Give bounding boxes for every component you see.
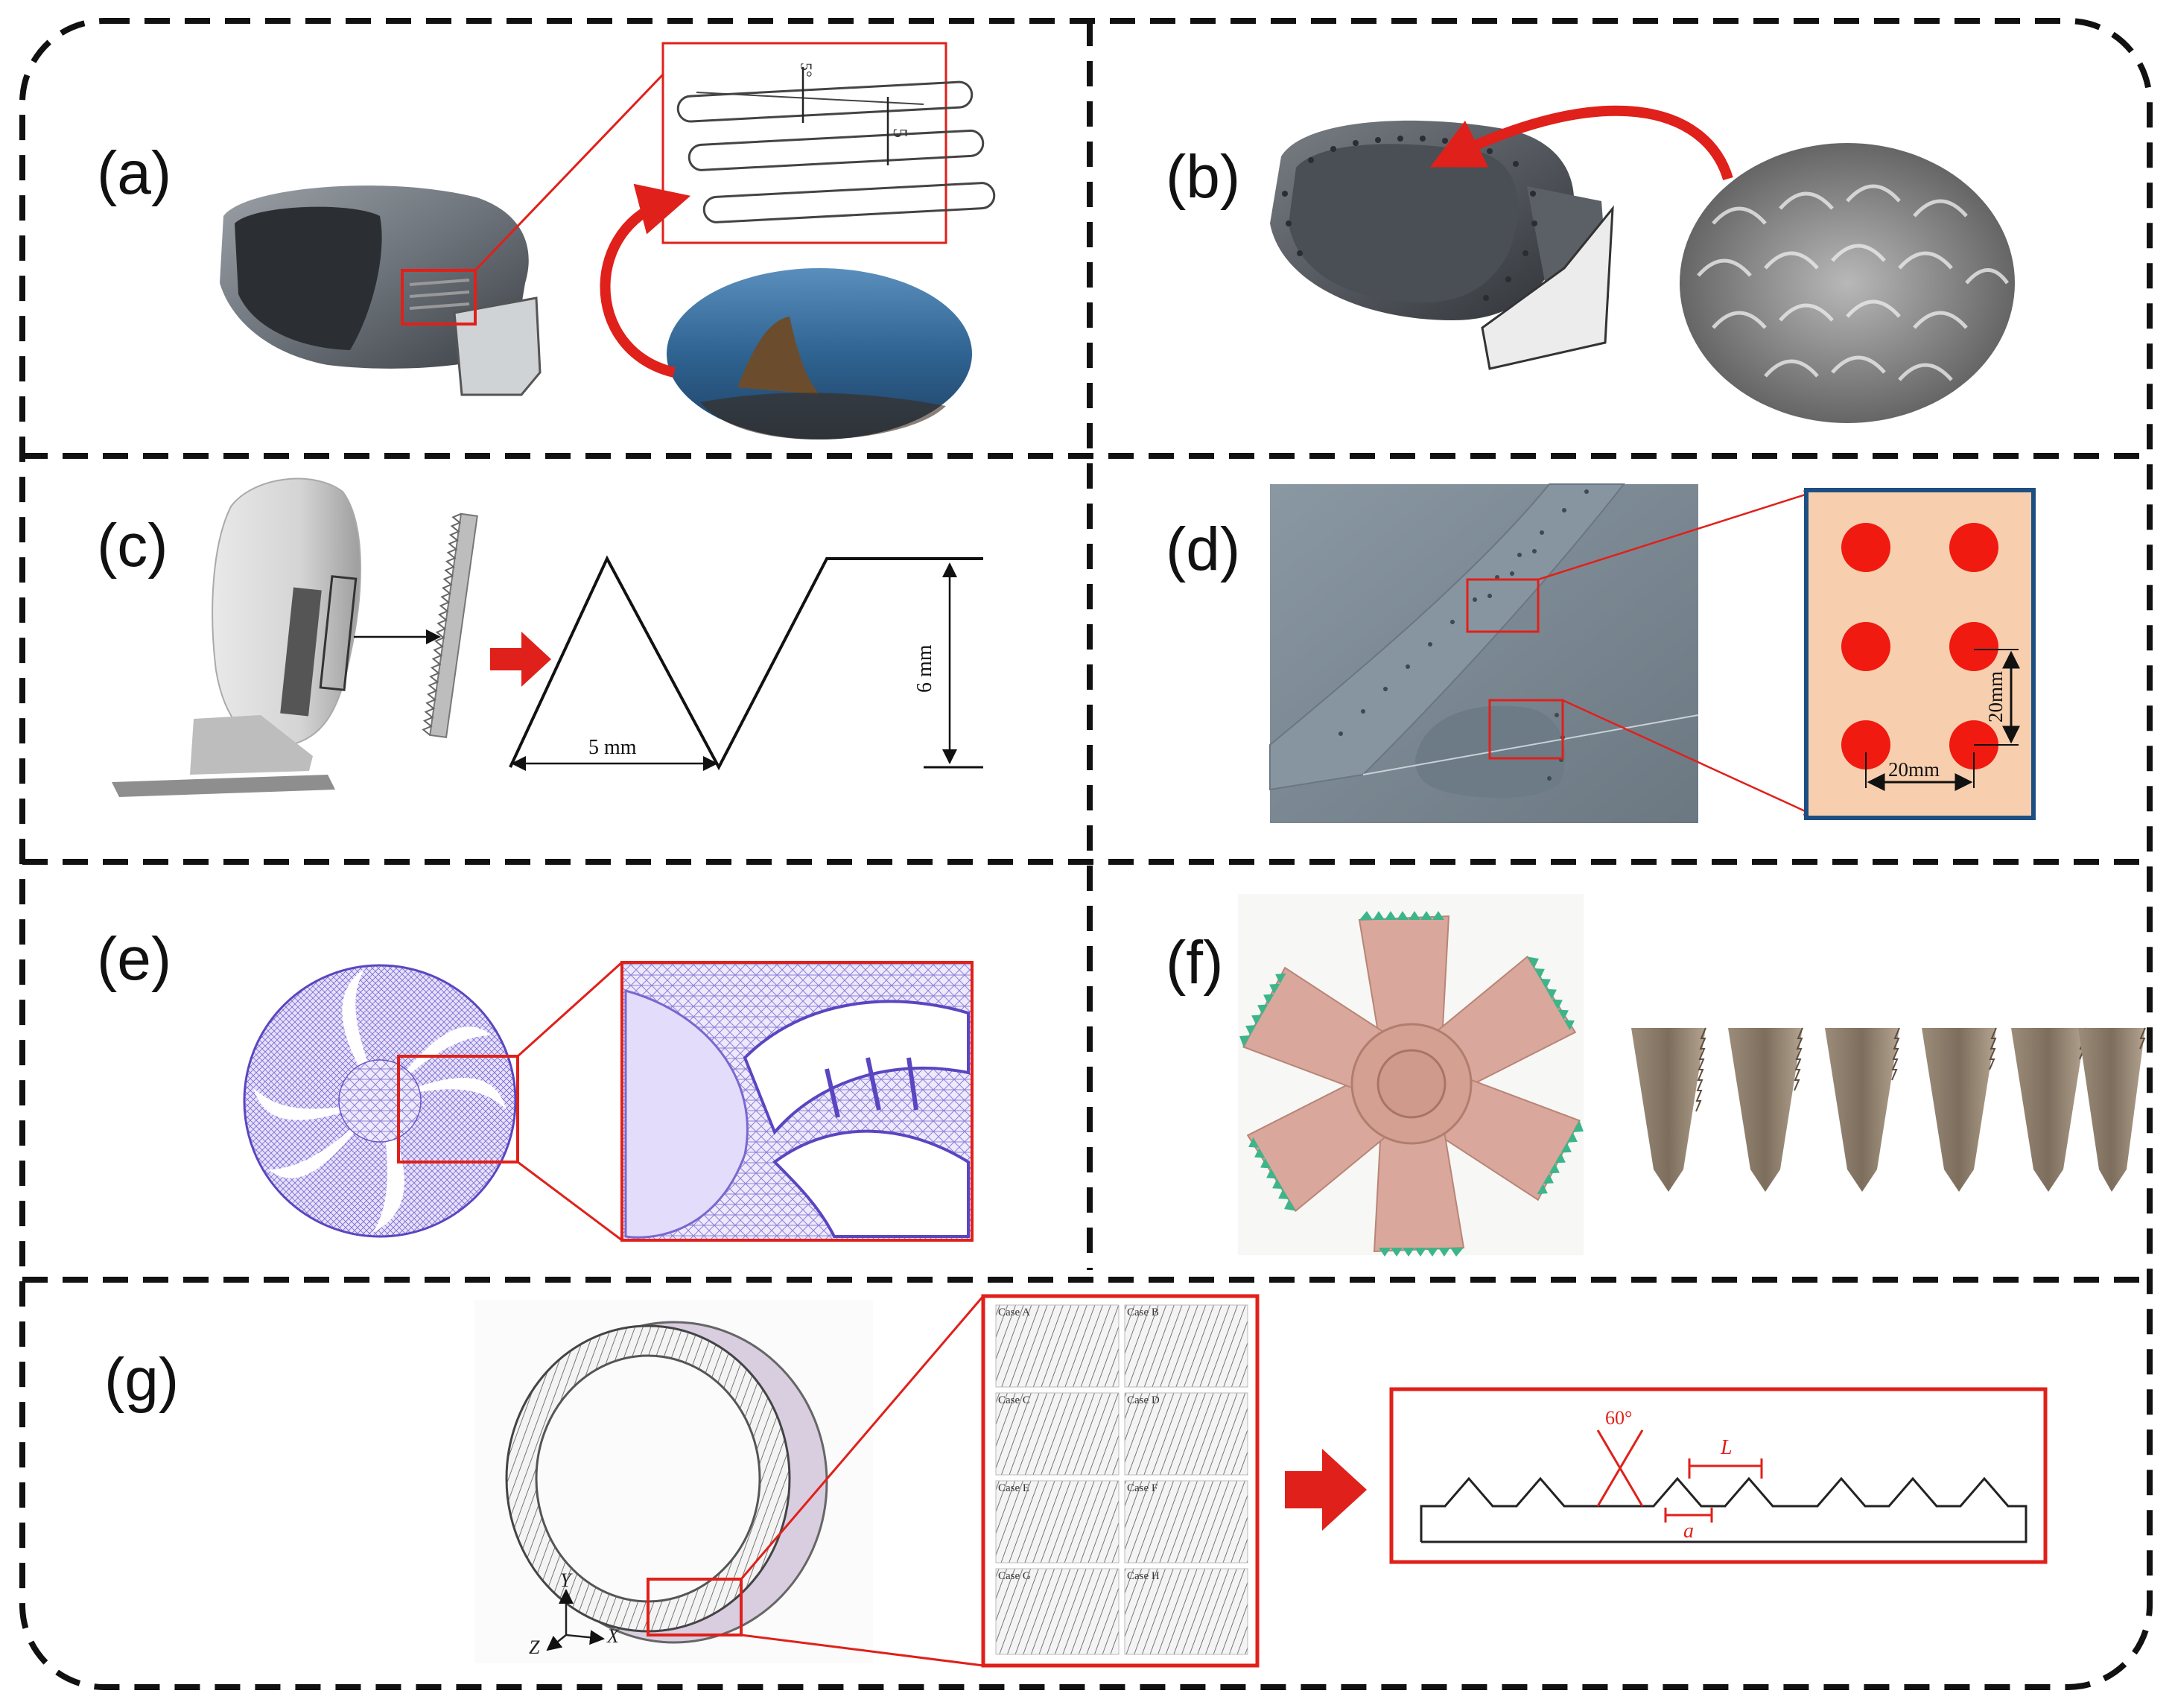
axis-x-label: X: [606, 1625, 620, 1647]
case-label: Case A: [998, 1307, 1030, 1318]
serration-profile-inset: 60° L a: [1389, 1387, 2048, 1564]
dimple-vertical-spacing: 20mm: [1984, 671, 2007, 723]
panel-c: (c) 5 mm 6 mm: [97, 477, 983, 797]
case-label: Case C: [998, 1394, 1030, 1406]
case-cell: Case G: [995, 1568, 1120, 1655]
case-label: Case D: [1127, 1394, 1160, 1406]
panel-frame: [19, 18, 2153, 1690]
panel-d-label: (d): [1166, 515, 1240, 583]
panel-d: (d): [1166, 483, 2036, 823]
case-label: Case F: [1127, 1482, 1158, 1494]
curved-arrow-a: [600, 183, 691, 378]
panel-b-label: (b): [1166, 143, 1240, 211]
case-label: Case E: [998, 1482, 1029, 1494]
zoom-line-d-2: [1562, 699, 1814, 816]
axis-triad: [546, 1589, 605, 1651]
riblet-spacing-label: 5: [889, 128, 911, 138]
panel-g: (g) Y X Z Case A Case B Case C Case D Ca…: [104, 1294, 2048, 1668]
zoom-connector-e-top: [516, 961, 623, 1058]
riblet-inset: 5° 5: [661, 42, 996, 244]
case-cell: Case E: [995, 1480, 1120, 1563]
riblet-strip-c: [422, 512, 478, 739]
serration-angle-label: 60°: [1605, 1407, 1632, 1429]
panel-a-label: (a): [97, 139, 171, 207]
case-cell: Case A: [995, 1304, 1120, 1388]
case-cell: Case C: [995, 1392, 1120, 1476]
red-arrow-c: [490, 632, 551, 687]
riblet-angle-label: 5°: [797, 63, 816, 77]
zoom-connector-e-bottom: [517, 1161, 623, 1242]
axis-z-label: Z: [529, 1636, 540, 1658]
zoom-line-d-1: [1537, 490, 1814, 581]
case-label: Case B: [1127, 1307, 1159, 1318]
serration-length-label: L: [1720, 1436, 1733, 1459]
case-cell: Case H: [1124, 1568, 1248, 1655]
dimple-horizontal-spacing: 20mm: [1888, 758, 1940, 781]
panel-f: (f): [1166, 894, 2146, 1257]
case-cell: Case F: [1124, 1480, 1248, 1563]
panel-a: (a) 5° 5: [97, 42, 996, 439]
riblet-width-label: 5 mm: [588, 736, 637, 759]
blade-variants-row: [1631, 1027, 2146, 1192]
mirror-model-b: [1270, 120, 1614, 370]
case-cell: Case D: [1124, 1392, 1248, 1476]
case-cell: Case B: [1124, 1304, 1248, 1388]
mirror-model-a: [220, 185, 542, 396]
serrated-fan-blades: [1238, 894, 1584, 1257]
panel-e: (e): [97, 925, 974, 1242]
case-label: Case G: [998, 1570, 1031, 1582]
panel-e-label: (e): [97, 925, 171, 993]
shark-fin-photo: [667, 268, 972, 439]
zoom-connector-a: [474, 73, 664, 272]
axis-y-label: Y: [560, 1569, 573, 1591]
dimple-array-inset: 20mm 20mm: [1804, 488, 2036, 820]
fan-mesh: [243, 964, 519, 1238]
panel-f-label: (f): [1166, 929, 1223, 997]
red-arrow-g: [1285, 1449, 1367, 1531]
zoom-connector-g-bottom: [740, 1634, 984, 1667]
riblet-height-label: 6 mm: [913, 644, 936, 693]
zoom-connector-g-top: [740, 1295, 985, 1580]
panel-b: (b): [1166, 105, 2015, 423]
panel-g-label: (g): [104, 1346, 179, 1414]
mirror-model-c: [112, 477, 361, 797]
mesh-detail-inset: [620, 961, 974, 1242]
serration-width-label: a: [1683, 1520, 1694, 1543]
stator-ring-model: Y X Z: [474, 1300, 873, 1663]
car-cfd-model: [1269, 483, 1699, 823]
triangular-riblet-profile: 5 mm 6 mm: [509, 555, 983, 771]
shark-skin-micrograph: [1680, 143, 2015, 423]
case-grid-inset: Case A Case B Case C Case D Case E Case …: [981, 1294, 1260, 1668]
case-label: Case H: [1127, 1570, 1160, 1582]
curved-arrow-b: [1429, 105, 1733, 181]
panel-c-label: (c): [97, 512, 168, 580]
